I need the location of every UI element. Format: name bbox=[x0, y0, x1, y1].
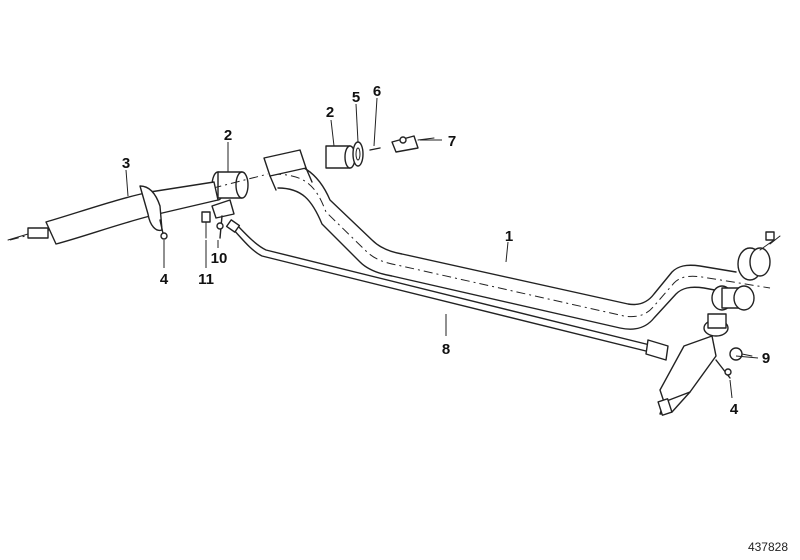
callouts: 1 2 2 3 4 4 5 6 7 8 9 10 11 bbox=[122, 83, 770, 418]
part-8-bar bbox=[225, 219, 669, 361]
callout-2-right: 2 bbox=[326, 104, 334, 121]
callout-7: 7 bbox=[448, 133, 456, 150]
part-11-nut bbox=[201, 211, 211, 239]
callout-4-right: 4 bbox=[730, 401, 739, 418]
part-7-fitting bbox=[391, 135, 435, 153]
part-6-pin bbox=[369, 147, 381, 151]
leader-lines bbox=[125, 97, 759, 399]
part-3-handle-grip bbox=[7, 181, 219, 245]
callout-8: 8 bbox=[442, 341, 450, 358]
callout-2-left: 2 bbox=[224, 127, 232, 144]
part-2-bushing-right bbox=[325, 145, 356, 169]
callout-10: 10 bbox=[211, 250, 228, 267]
document-number: 437828 bbox=[748, 540, 788, 554]
callout-3: 3 bbox=[122, 155, 130, 172]
part-4-screw-right bbox=[715, 359, 732, 379]
callout-11: 11 bbox=[198, 271, 214, 288]
part-1-tube bbox=[263, 149, 771, 330]
callout-4-left: 4 bbox=[160, 271, 169, 288]
part-10-bracket bbox=[211, 199, 235, 239]
part-4-screw-left bbox=[159, 219, 168, 240]
callout-5: 5 bbox=[352, 89, 360, 106]
callout-9: 9 bbox=[762, 350, 770, 367]
part-5-clip bbox=[352, 141, 364, 167]
callout-1: 1 bbox=[505, 228, 513, 245]
callout-6: 6 bbox=[373, 83, 381, 100]
right-end-assembly bbox=[657, 231, 781, 416]
